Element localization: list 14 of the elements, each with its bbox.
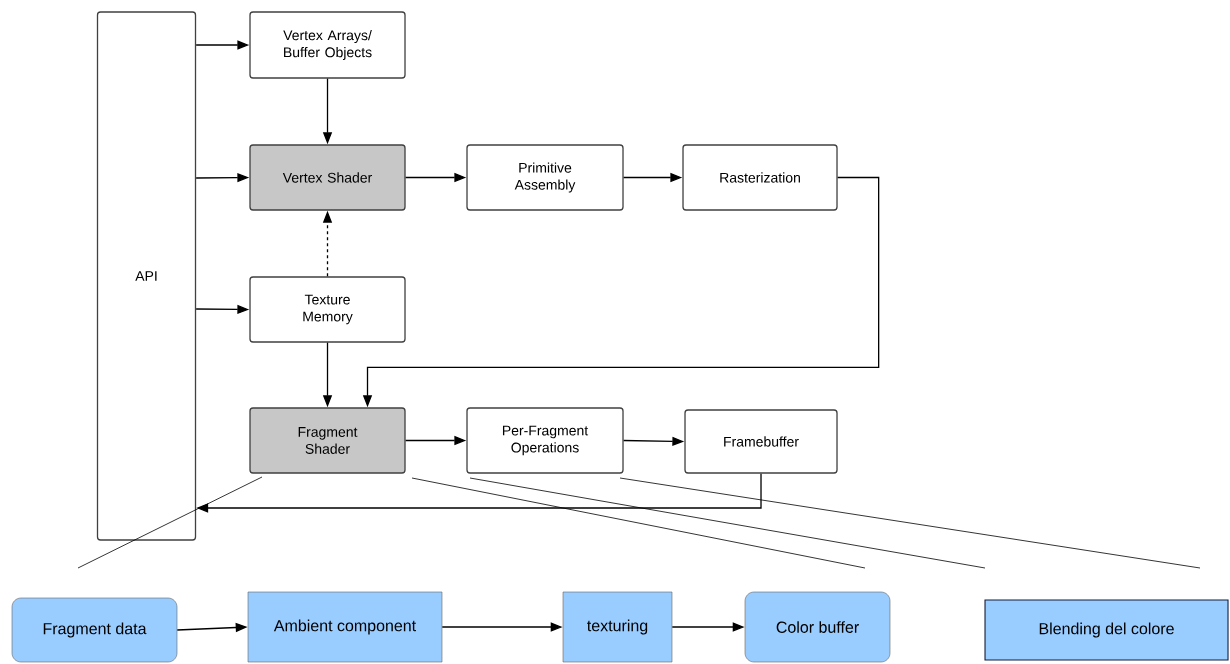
stage-box: Ambient component xyxy=(247,591,443,663)
stage-box: Color buffer xyxy=(744,591,891,663)
process-box: Rasterization xyxy=(682,144,838,211)
stage-box: Fragment data xyxy=(11,597,178,663)
process-box: Texture Memory xyxy=(249,276,406,343)
stage-box: Blending del colore xyxy=(984,599,1229,661)
stage-box: texturing xyxy=(562,591,673,663)
process-box: Vertex Arrays/ Buffer Objects xyxy=(249,11,406,79)
process-box: Framebuffer xyxy=(684,409,838,474)
process-box: Primitive Assembly xyxy=(466,144,624,211)
process-box: Per-Fragment Operations xyxy=(466,407,624,474)
shader-box: Fragment Shader xyxy=(249,407,406,474)
shader-box: Vertex Shader xyxy=(249,144,406,211)
process-box: API xyxy=(96,11,197,541)
